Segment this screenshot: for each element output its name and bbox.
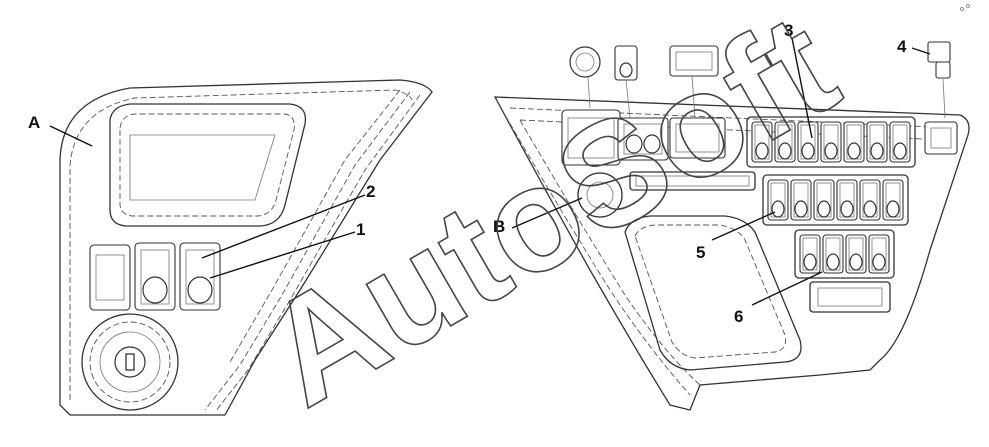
bank3-switch — [866, 121, 888, 163]
bank5-switch — [859, 179, 881, 221]
callout-4: 4 — [897, 37, 907, 56]
bank5-switch — [882, 179, 904, 221]
leader-1 — [209, 231, 356, 279]
panel-a — [59, 79, 433, 416]
callout-2: 2 — [366, 182, 375, 201]
bank3-switch — [751, 121, 773, 163]
panel-b — [493, 4, 970, 411]
callout-3: 3 — [784, 21, 793, 40]
callout-b: B — [493, 217, 505, 236]
leader-4 — [911, 47, 931, 55]
leader-2 — [201, 194, 366, 259]
callout-5: 5 — [696, 243, 705, 262]
panel-a-display — [109, 103, 307, 227]
leader-lines — [49, 37, 931, 306]
panel-a-switches — [89, 242, 221, 311]
bank6-switch — [868, 234, 890, 274]
bank5-switch — [813, 179, 835, 221]
leader-b — [511, 197, 583, 229]
leader-5 — [711, 211, 776, 241]
bank6-frame — [794, 229, 895, 279]
bank6-switch — [822, 234, 844, 274]
callout-labels: A B 1 2 3 4 5 6 — [28, 21, 907, 326]
bank5-switch — [767, 179, 789, 221]
leader-3 — [791, 37, 813, 139]
bank3-frame — [746, 116, 916, 168]
bank3-switch — [820, 121, 842, 163]
callout-1: 1 — [356, 220, 365, 239]
bank3-switch — [889, 121, 911, 163]
bank6-switch — [799, 234, 821, 274]
switch-bank-5 — [762, 174, 909, 226]
bank5-frame — [762, 174, 909, 226]
switch-bank-6 — [794, 229, 895, 279]
bank5-switch — [790, 179, 812, 221]
callout-a: A — [28, 113, 40, 132]
bank3-switch — [774, 121, 796, 163]
panel-a-ignition — [81, 313, 179, 411]
bank3-switch — [797, 121, 819, 163]
bank3-switch — [843, 121, 865, 163]
switch-bank-3 — [746, 116, 916, 168]
leader-6 — [751, 271, 823, 306]
leader-a — [49, 125, 93, 147]
callout-6: 6 — [734, 307, 743, 326]
bank5-switch — [836, 179, 858, 221]
loose-components — [569, 4, 970, 119]
bank6-switch — [845, 234, 867, 274]
